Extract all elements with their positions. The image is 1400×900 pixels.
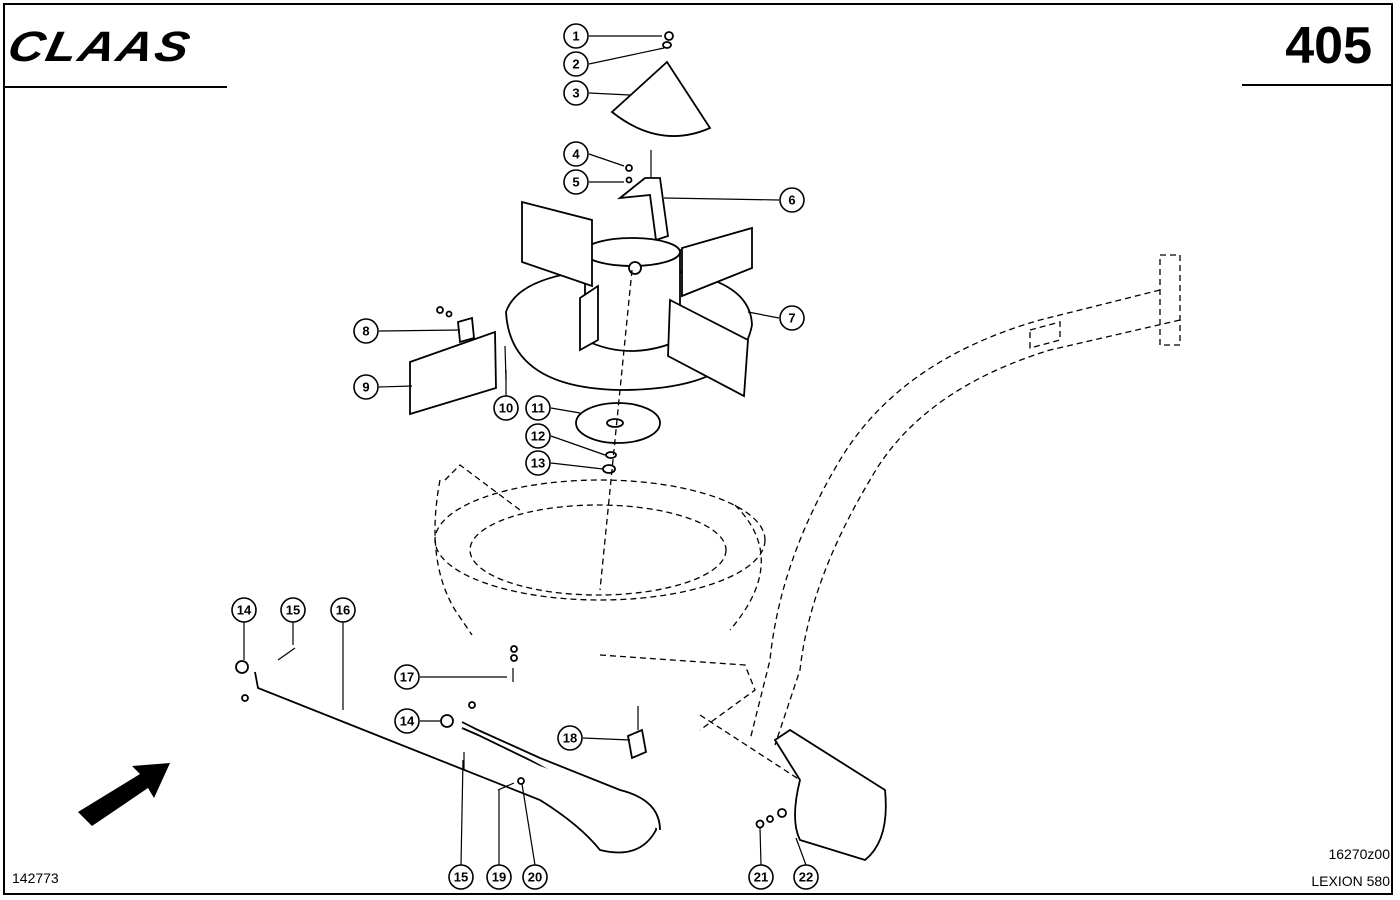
svg-text:14: 14 bbox=[237, 603, 252, 618]
drawing-frame bbox=[3, 3, 1393, 895]
svg-text:6: 6 bbox=[788, 193, 795, 208]
page-number: 405 bbox=[1285, 17, 1372, 75]
callout-15: 15 bbox=[280, 597, 306, 623]
direction-arrow bbox=[78, 763, 170, 826]
svg-text:13: 13 bbox=[531, 456, 545, 471]
tube-part bbox=[235, 647, 661, 854]
callout-20: 20 bbox=[522, 864, 548, 890]
svg-text:12: 12 bbox=[531, 429, 545, 444]
svg-text:1: 1 bbox=[572, 29, 579, 44]
callout-4: 4 bbox=[563, 141, 589, 167]
callout-16: 16 bbox=[330, 597, 356, 623]
svg-text:10: 10 bbox=[499, 401, 513, 416]
callout-12: 12 bbox=[525, 423, 551, 449]
doc-id: 142773 bbox=[12, 870, 59, 886]
svg-text:5: 5 bbox=[572, 175, 579, 190]
chute-part bbox=[755, 728, 887, 862]
svg-text:22: 22 bbox=[799, 870, 813, 885]
svg-text:17: 17 bbox=[400, 670, 414, 685]
svg-text:18: 18 bbox=[563, 731, 577, 746]
callout-15-b: 15 bbox=[448, 864, 474, 890]
svg-text:7: 7 bbox=[788, 311, 795, 326]
page-number-rule bbox=[1242, 84, 1392, 86]
callout-14-b: 14 bbox=[394, 708, 420, 734]
impeller-disc bbox=[505, 200, 753, 398]
callout-6: 6 bbox=[779, 187, 805, 213]
svg-text:3: 3 bbox=[572, 86, 579, 101]
svg-text:16: 16 bbox=[336, 603, 350, 618]
frame-arm-outline bbox=[699, 254, 1181, 781]
bracket-part bbox=[617, 150, 669, 242]
svg-text:14: 14 bbox=[400, 714, 415, 729]
fitting-part bbox=[626, 706, 648, 760]
callout-5: 5 bbox=[563, 169, 589, 195]
callout-22: 22 bbox=[793, 864, 819, 890]
svg-text:15: 15 bbox=[454, 870, 468, 885]
callout-13: 13 bbox=[525, 450, 551, 476]
model-name: LEXION 580 bbox=[1311, 873, 1390, 889]
svg-text:15: 15 bbox=[286, 603, 300, 618]
svg-text:21: 21 bbox=[754, 870, 768, 885]
callout-3: 3 bbox=[563, 80, 589, 106]
drawing-code: 16270z00 bbox=[1328, 846, 1390, 862]
hopper-outline bbox=[434, 464, 766, 731]
callout-21: 21 bbox=[748, 864, 774, 890]
bolt-stack bbox=[510, 645, 518, 682]
callout-2: 2 bbox=[563, 51, 589, 77]
callout-14: 14 bbox=[231, 597, 257, 623]
callout-8: 8 bbox=[353, 318, 379, 344]
svg-text:20: 20 bbox=[528, 870, 542, 885]
svg-text:8: 8 bbox=[362, 324, 369, 339]
callout-9: 9 bbox=[353, 374, 379, 400]
callout-10: 10 bbox=[493, 395, 519, 421]
callout-19: 19 bbox=[486, 864, 512, 890]
callout-17: 17 bbox=[394, 664, 420, 690]
logo-rule bbox=[3, 86, 227, 88]
svg-text:4: 4 bbox=[572, 147, 580, 162]
callout-1: 1 bbox=[563, 23, 589, 49]
svg-text:2: 2 bbox=[572, 57, 579, 72]
callout-7: 7 bbox=[779, 305, 805, 331]
cone-part bbox=[610, 31, 712, 137]
svg-text:19: 19 bbox=[492, 870, 506, 885]
callout-11: 11 bbox=[525, 395, 551, 421]
loose-blade bbox=[409, 306, 507, 416]
svg-text:9: 9 bbox=[362, 380, 369, 395]
callout-leaders bbox=[243, 35, 807, 866]
svg-text:11: 11 bbox=[531, 401, 545, 416]
callout-18: 18 bbox=[557, 725, 583, 751]
